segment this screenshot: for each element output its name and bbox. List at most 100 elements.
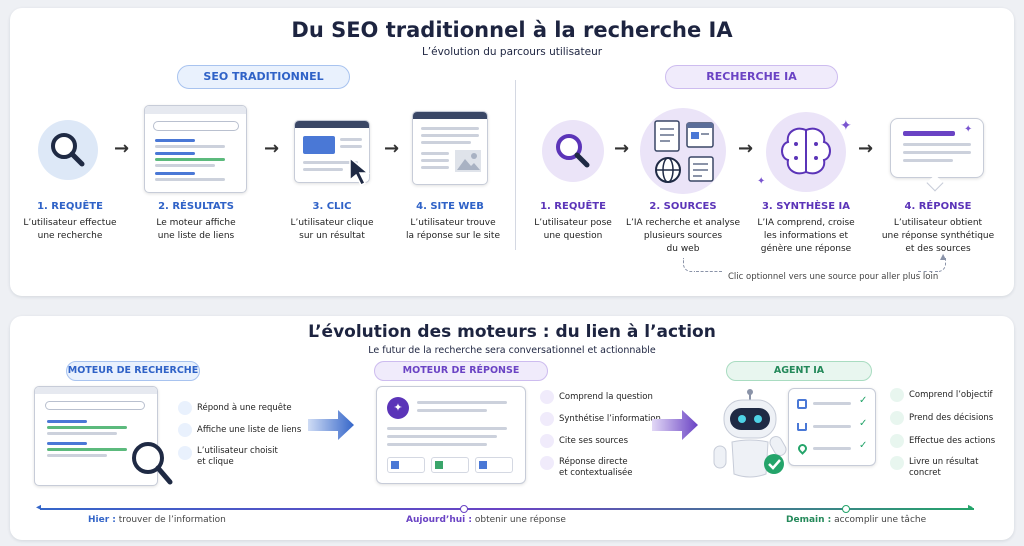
cursor-icon	[349, 156, 371, 187]
search-engine-pill: MOTEUR DE RECHERCHE	[66, 361, 200, 381]
optional-path-left	[683, 258, 695, 272]
chat-icon	[178, 401, 192, 415]
target-icon	[890, 388, 904, 402]
answer-engine-window: ✦	[376, 386, 526, 484]
timeline-yesterday: Hier : trouver de l’information	[88, 515, 226, 525]
col3-feature-2: Prend des décisions	[909, 413, 994, 423]
sources-circle	[640, 108, 726, 194]
cart-icon	[797, 423, 807, 431]
col2-feature-2: Synthétise l’information	[559, 414, 661, 424]
arrow-right-icon: →	[614, 138, 630, 159]
globe-icon	[655, 157, 681, 183]
source-chip	[431, 457, 469, 473]
sparkle-icon: ✦	[840, 118, 852, 134]
timeline-line	[40, 508, 974, 510]
seo-step-1-title: 1. REQUÊTE	[37, 201, 103, 212]
pointer-icon	[178, 446, 192, 460]
answer-icon	[540, 456, 554, 470]
arrow-right-icon: →	[114, 138, 130, 159]
ai-step-3-title: 3. SYNTHÈSE IA	[761, 201, 851, 212]
browser-icon	[686, 122, 714, 148]
image-icon	[455, 150, 481, 172]
ai-agent-pill: AGENT IA	[726, 361, 872, 381]
ai-query-circle	[542, 120, 604, 182]
col2-feature-3: Cite ses sources	[559, 436, 629, 446]
main-subtitle: L’évolution du parcours utilisateur	[421, 46, 603, 58]
check-icon: ✓	[859, 418, 868, 429]
check-icon: ✓	[859, 395, 868, 406]
results-browser-window	[144, 105, 247, 193]
optional-click-text: Clic optionnel vers une source pour alle…	[728, 272, 939, 282]
seo-traditional-pill: SEO TRADITIONNEL	[177, 65, 350, 89]
seo-vs-ai-panel: Du SEO traditionnel à la recherche IA L’…	[10, 8, 1014, 296]
arrow-right-icon: →	[264, 138, 280, 159]
document-icon	[688, 156, 714, 182]
result-icon	[890, 456, 904, 470]
arrow-right-icon: →	[384, 138, 400, 159]
arrow-right-icon	[652, 410, 698, 440]
calendar-icon	[797, 399, 807, 409]
section-subtitle: Le futur de la recherche sera conversati…	[368, 345, 656, 356]
main-title: Du SEO traditionnel à la recherche IA	[291, 18, 733, 42]
col1-feature-2: Affiche une liste de liens	[197, 425, 302, 435]
location-pin-icon	[796, 442, 809, 455]
source-chip	[475, 457, 513, 473]
search-icon	[132, 442, 173, 485]
engine-evolution-panel: L’évolution des moteurs : du lien à l’ac…	[10, 316, 1014, 540]
timeline-dot	[842, 505, 850, 513]
search-icon	[556, 134, 590, 168]
col3-feature-1: Comprend l’objectif	[909, 390, 993, 400]
document-icon	[654, 120, 680, 152]
arrow-up-icon: ▲	[940, 252, 947, 261]
answer-engine-pill: MOTEUR DE RÉPONSE	[374, 361, 548, 381]
question-icon	[540, 390, 554, 404]
check-icon: ✓	[859, 440, 868, 451]
task-list: ✓ ✓ ✓	[788, 388, 876, 466]
action-icon	[890, 434, 904, 448]
decision-icon	[890, 411, 904, 425]
timeline-dot	[460, 505, 468, 513]
answer-bubble	[890, 118, 984, 178]
col1-feature-1: Répond à une requête	[197, 403, 292, 413]
sparkle-icon: ✦	[964, 124, 973, 135]
arrow-right-icon: →	[858, 138, 874, 159]
sparkle-icon: ✦	[757, 176, 766, 187]
seo-step-2-title: 2. RÉSULTATS	[158, 201, 234, 212]
arrow-right-icon: ▸	[968, 502, 974, 513]
section-title: L’évolution des moteurs : du lien à l’ac…	[308, 322, 716, 342]
robot-icon	[713, 389, 787, 478]
synthesis-icon	[540, 412, 554, 426]
seo-step-3-title: 3. CLIC	[312, 201, 352, 212]
seo-step-4-title: 4. SITE WEB	[416, 201, 484, 212]
website-window	[412, 111, 488, 185]
sources-icon	[540, 434, 554, 448]
col3-feature-3: Effectue des actions	[909, 436, 996, 446]
col2-feature-1: Comprend la question	[559, 392, 653, 402]
search-bar	[45, 401, 145, 410]
arrow-right-icon	[308, 410, 354, 440]
source-chip	[387, 457, 425, 473]
arrow-right-icon: →	[738, 138, 754, 159]
sparkle-icon: ✦	[387, 397, 409, 419]
seo-query-circle	[38, 120, 98, 180]
brain-icon	[781, 127, 831, 175]
ai-step-1-title: 1. REQUÊTE	[540, 201, 606, 212]
arrow-left-icon: ◂	[36, 502, 42, 513]
search-icon	[51, 133, 85, 167]
search-bar	[153, 121, 239, 131]
ai-synthesis-circle	[766, 112, 846, 192]
ai-search-pill: RECHERCHE IA	[665, 65, 838, 89]
section-divider	[515, 80, 516, 250]
timeline-today: Aujourd’hui : obtenir une réponse	[406, 515, 566, 525]
